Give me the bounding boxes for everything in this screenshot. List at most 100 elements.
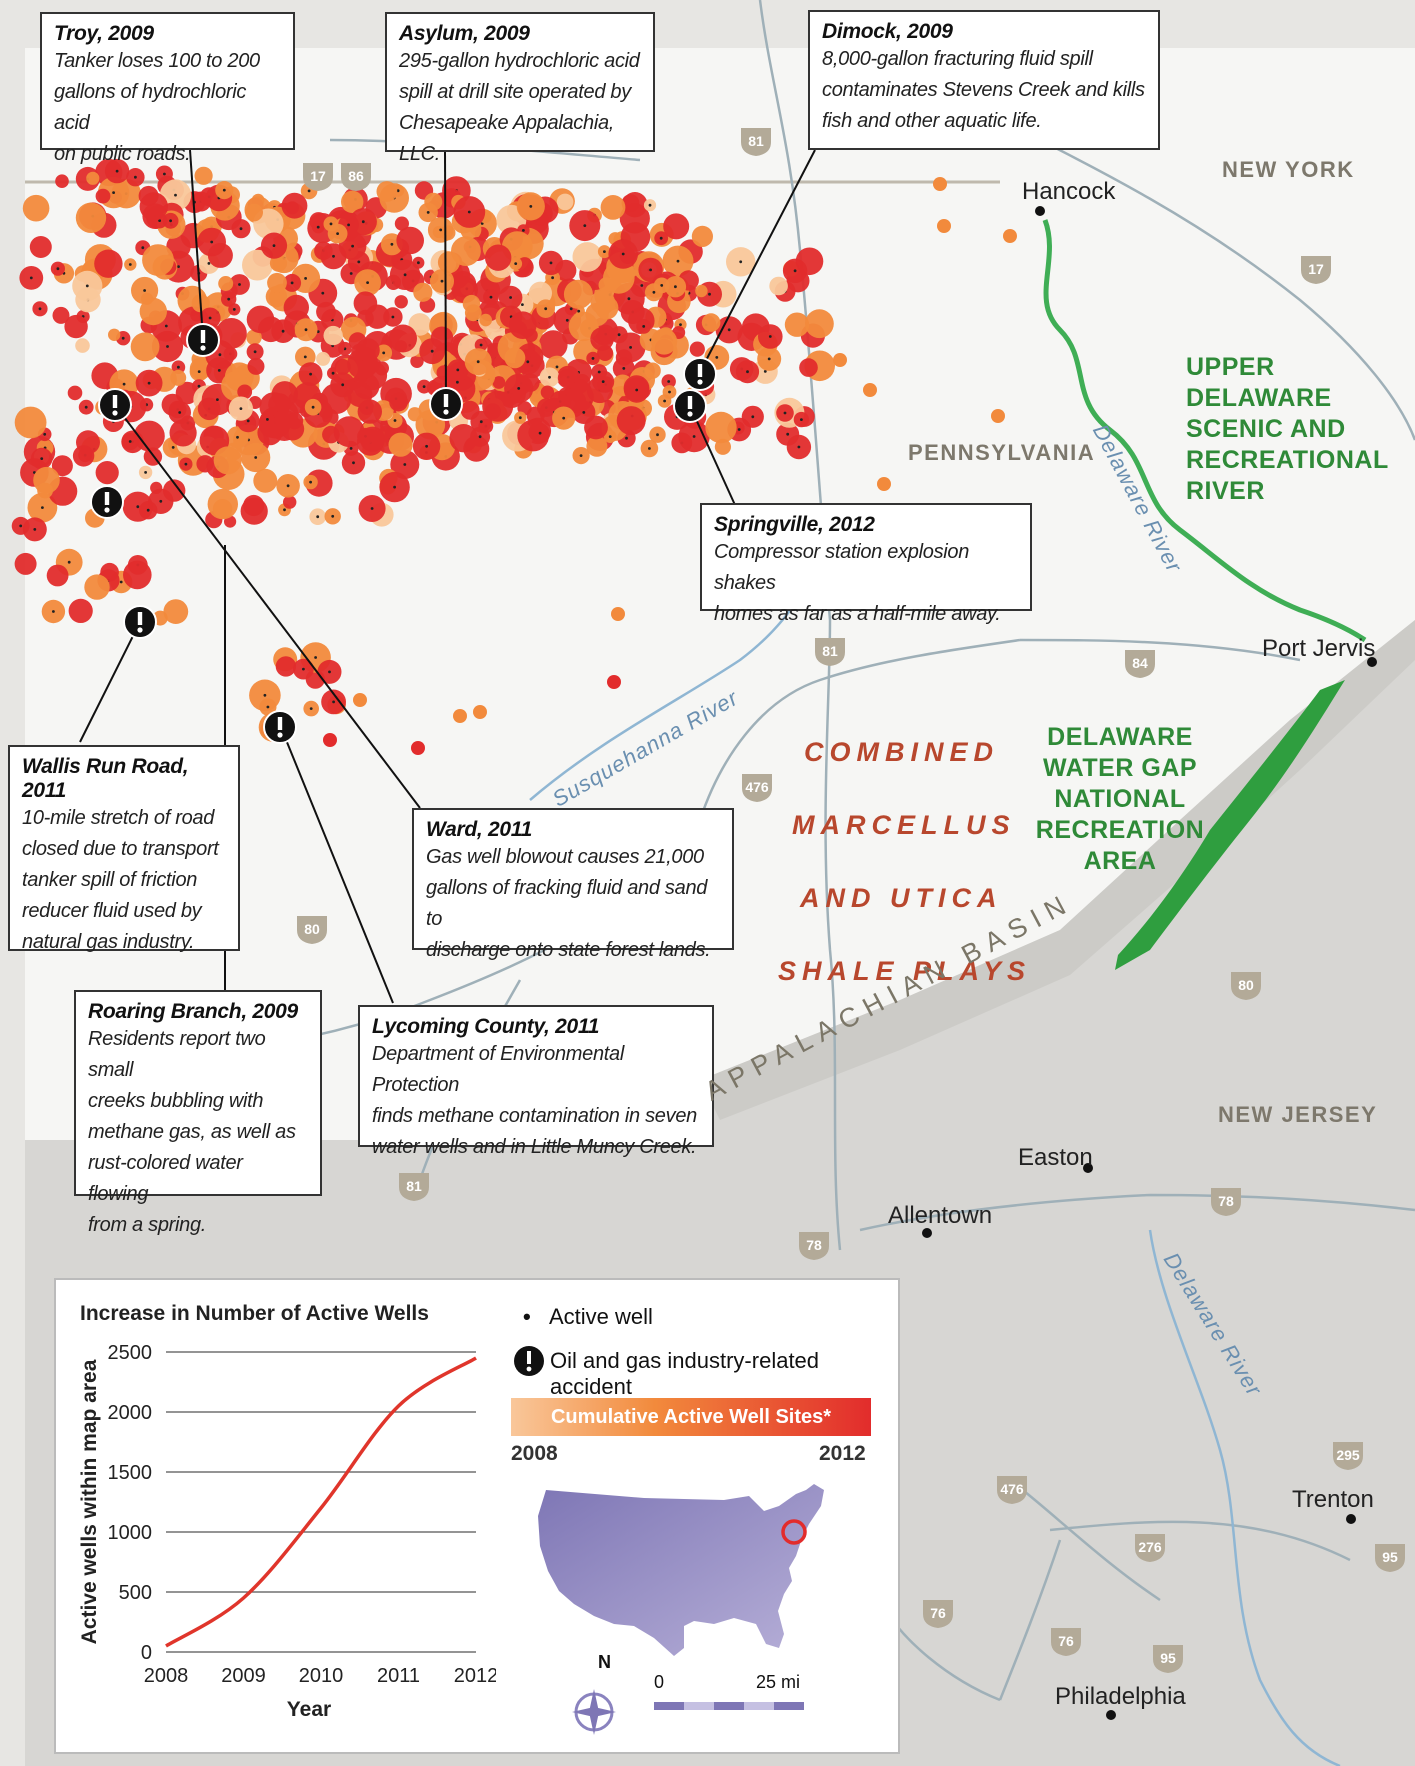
active-well-dot — [519, 416, 522, 419]
active-well-dot — [304, 356, 307, 359]
well-site — [611, 607, 625, 621]
active-well-dot — [350, 272, 353, 275]
interstate-shield-icon: 81 — [741, 128, 771, 156]
label-new-jersey: NEW JERSEY — [1218, 1102, 1377, 1128]
active-well-dot — [240, 227, 243, 230]
active-well-dot — [166, 345, 169, 348]
well-site — [245, 204, 263, 222]
active-well-dot — [468, 211, 471, 214]
active-well-dot — [404, 273, 407, 276]
active-well-dot — [660, 284, 663, 287]
well-site — [479, 314, 492, 327]
active-well-dot — [310, 707, 313, 710]
callout-line: closed due to transport — [22, 834, 226, 865]
active-well-dot — [129, 263, 132, 266]
active-well-dot — [391, 243, 394, 246]
well-site — [23, 195, 50, 222]
well-site — [396, 227, 424, 255]
well-site — [557, 194, 574, 211]
callout-dimock: Dimock, 2009 8,000-gallon fracturing flu… — [808, 10, 1160, 150]
label-water-gap: DELAWARE WATER GAP NATIONAL RECREATION A… — [1030, 722, 1210, 877]
well-site — [33, 467, 60, 494]
active-well-dot — [746, 370, 749, 373]
active-well-dot — [266, 418, 269, 421]
callout-line: contaminates Stevens Creek and kills — [822, 75, 1146, 106]
label-new-york: NEW YORK — [1222, 157, 1355, 183]
well-site — [799, 358, 818, 377]
well-site — [395, 295, 408, 308]
active-well-dot — [282, 330, 285, 333]
callout-asylum: Asylum, 2009 295-gallon hydrochloric aci… — [385, 12, 655, 152]
active-well-dot — [635, 389, 638, 392]
well-site — [75, 338, 90, 353]
active-well-dot — [41, 506, 44, 509]
well-site — [218, 276, 233, 291]
svg-text:76: 76 — [930, 1605, 946, 1621]
active-well-dot — [174, 194, 177, 197]
accident-marker-icon — [264, 711, 296, 743]
callout-title: Springville, 2012 — [714, 513, 1018, 537]
active-well-dot — [693, 435, 696, 438]
callout-line: natural gas industry. — [22, 927, 226, 958]
active-well-dot — [40, 457, 43, 460]
scale-bar — [654, 1702, 804, 1710]
interstate-shield-icon: 86 — [341, 163, 371, 191]
active-well-dot — [582, 411, 585, 414]
svg-text:78: 78 — [1218, 1193, 1234, 1209]
legend-year-end: 2012 — [819, 1442, 866, 1466]
svg-text:81: 81 — [748, 133, 764, 149]
active-well-dot — [43, 433, 46, 436]
active-well-dot — [198, 385, 201, 388]
callout-line: finds methane contamination in seven — [372, 1101, 700, 1132]
active-well-dot — [309, 481, 312, 484]
active-well-dot — [328, 671, 331, 674]
well-site — [282, 193, 308, 219]
active-well-dot — [548, 376, 551, 379]
active-well-dot — [233, 308, 236, 311]
callout-troy: Troy, 2009 Tanker loses 100 to 200 gallo… — [40, 12, 295, 150]
active-well-dot — [30, 277, 33, 280]
well-site — [769, 277, 788, 296]
well-site — [877, 477, 891, 491]
well-site — [73, 445, 94, 466]
active-well-dot — [52, 610, 55, 613]
label-line: NATIONAL — [1030, 784, 1210, 815]
well-site — [241, 498, 268, 525]
active-well-dot — [57, 267, 60, 270]
callout-line: Tanker loses 100 to 200 — [54, 46, 281, 77]
interstate-shield-icon: 276 — [1135, 1534, 1165, 1562]
well-site — [590, 327, 614, 351]
label-shale-line-2: MARCELLUS — [792, 810, 1016, 841]
callout-title: Ward, 2011 — [426, 818, 720, 842]
callout-lycoming-county: Lycoming County, 2011 Department of Envi… — [358, 1005, 714, 1147]
well-site — [55, 174, 69, 188]
well-site — [276, 656, 296, 676]
well-site — [796, 247, 824, 275]
active-well-dot — [287, 484, 290, 487]
well-site — [863, 383, 877, 397]
callout-line: gallons of fracking fluid and sand to — [426, 873, 720, 935]
active-well-dot — [317, 226, 320, 229]
active-well-dot — [562, 417, 565, 420]
accident-marker-icon — [124, 606, 156, 638]
interstate-shield-icon: 84 — [1125, 650, 1155, 678]
well-site — [30, 236, 52, 258]
legend-cumulative-bar: Cumulative Active Well Sites* — [511, 1398, 871, 1436]
callout-ward: Ward, 2011 Gas well blowout causes 21,00… — [412, 808, 734, 950]
callout-title: Wallis Run Road, 2011 — [22, 755, 226, 803]
active-well-dot — [312, 406, 315, 409]
active-well-dot — [112, 191, 115, 194]
well-site — [316, 352, 330, 366]
well-site — [389, 433, 413, 457]
compass-north-label: N — [598, 1652, 611, 1673]
active-well-dot — [618, 333, 621, 336]
legend-active-well-label: Active well — [549, 1304, 653, 1330]
well-site — [833, 353, 847, 367]
svg-text:295: 295 — [1336, 1447, 1360, 1463]
well-site — [253, 469, 277, 493]
active-well-dot — [598, 371, 601, 374]
active-well-dot — [332, 255, 335, 258]
well-site — [96, 189, 111, 204]
active-well-dot — [609, 435, 612, 438]
label-line: WATER GAP — [1030, 753, 1210, 784]
